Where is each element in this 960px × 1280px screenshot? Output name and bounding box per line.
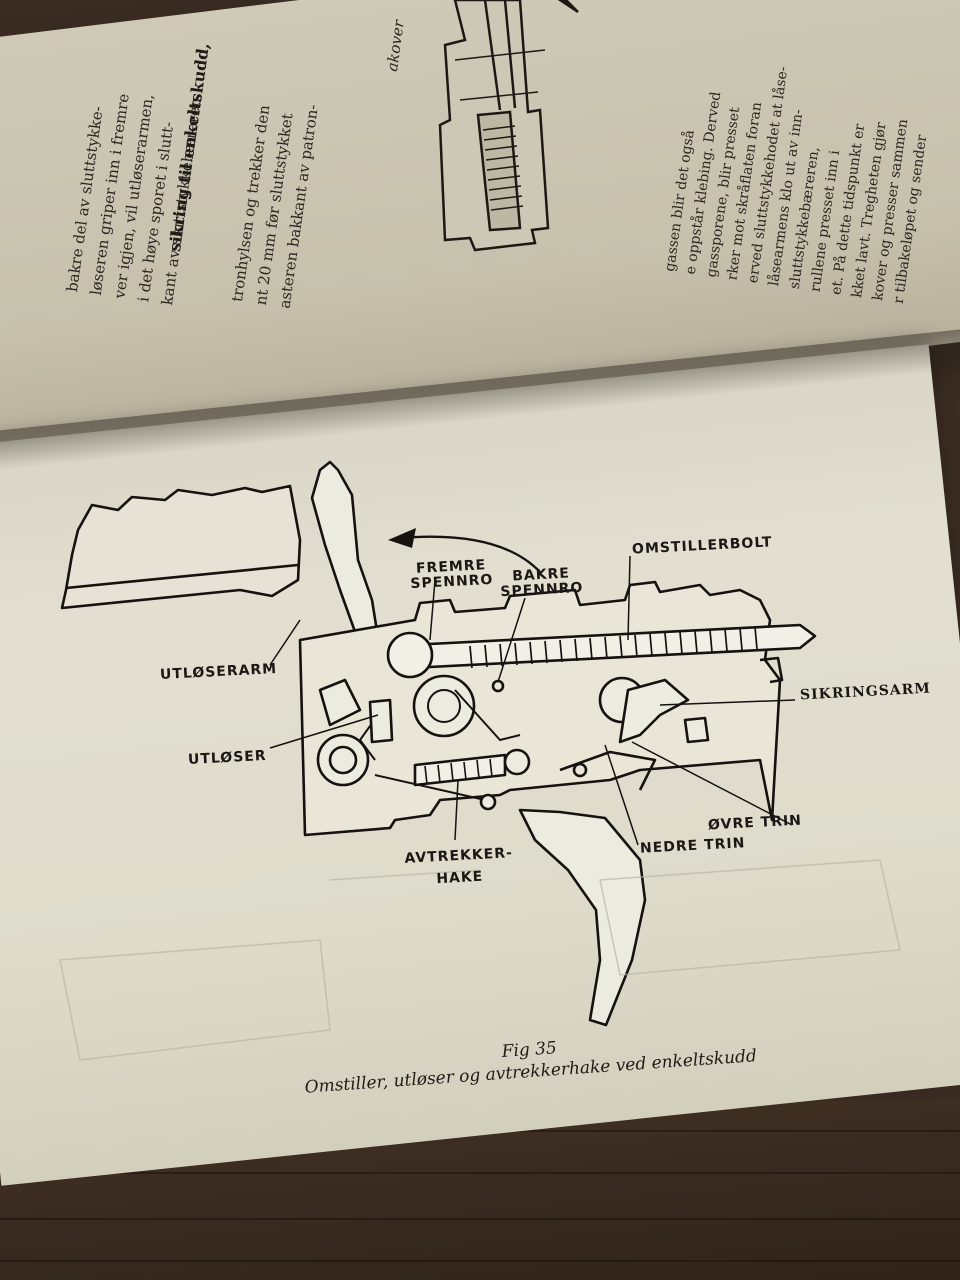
label-bakre-spennro-text: BAKRE SPENNRO [500, 565, 584, 601]
label-fremre-spennro-text: FREMRE SPENNRO [410, 557, 494, 593]
label-fremre-spennro: FREMRE SPENNRO [409, 557, 494, 593]
show-through-ghost [59, 859, 901, 1061]
label-avtrekkerhake-text: AVTREKKER- HAKE [404, 845, 514, 888]
label-leader-lines [269, 555, 796, 846]
bolt-cross-section-drawing [438, 0, 579, 252]
label-avtrekkerhake: AVTREKKER- HAKE [404, 842, 515, 892]
rotation-arrow [388, 528, 541, 573]
trigger-mechanism-drawing [60, 460, 817, 1027]
label-bakre-spennro: BAKRE SPENNRO [499, 565, 584, 601]
